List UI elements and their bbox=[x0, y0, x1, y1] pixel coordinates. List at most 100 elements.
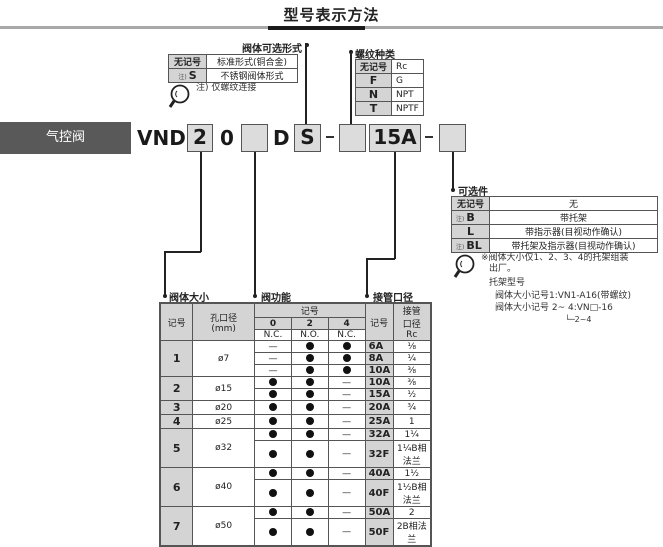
size-code: 7 bbox=[159, 506, 194, 547]
options-box[interactable] bbox=[439, 124, 466, 152]
function-f2 bbox=[290, 364, 329, 377]
port-rc: ⅛ bbox=[392, 340, 432, 353]
port-rc: ½ bbox=[392, 388, 432, 401]
function-f2 bbox=[290, 376, 329, 389]
orifice: ø50 bbox=[192, 506, 256, 547]
function-f0 bbox=[254, 428, 292, 441]
body-size-label: 阀体大小 bbox=[169, 293, 209, 304]
available-dot-icon bbox=[305, 342, 314, 350]
dash bbox=[326, 136, 334, 138]
function-f4: — bbox=[327, 518, 366, 547]
port-rc: 1½ bbox=[392, 467, 432, 480]
available-dot-icon bbox=[268, 488, 277, 497]
orifice: ø7 bbox=[192, 340, 256, 377]
available-dot-icon bbox=[305, 390, 314, 398]
available-dot-icon bbox=[305, 469, 314, 477]
func-code-2: 2 bbox=[290, 317, 329, 330]
body-option-table: 无记号 标准形式(铜合金) 注)S 不锈钢阀体形式 bbox=[168, 54, 298, 83]
function-f2 bbox=[290, 414, 329, 429]
func-type-4: N.C. bbox=[327, 328, 366, 342]
function-f4 bbox=[327, 352, 366, 365]
magnifier-icon bbox=[168, 84, 190, 108]
title-underline bbox=[268, 26, 365, 30]
port-size-box[interactable]: 15A bbox=[369, 124, 421, 152]
port-code: 15A bbox=[364, 388, 394, 401]
function-f0 bbox=[254, 518, 292, 547]
port-code: 8A bbox=[364, 352, 394, 365]
thread-key: F bbox=[354, 73, 393, 88]
available-dot-icon bbox=[305, 417, 314, 425]
function-f2 bbox=[290, 388, 329, 401]
body-size-box[interactable]: 2 bbox=[187, 124, 213, 152]
page-title: 型号表示方法 bbox=[283, 6, 380, 24]
available-dot-icon bbox=[305, 527, 314, 536]
port-code: 40F bbox=[364, 479, 394, 507]
thread-desc: G bbox=[391, 73, 424, 88]
size-code: 5 bbox=[159, 428, 194, 468]
function-f0: — bbox=[254, 352, 292, 365]
port-rc: 1 bbox=[392, 414, 432, 429]
function-f2 bbox=[290, 428, 329, 441]
function-f0 bbox=[254, 414, 292, 429]
thread-type-box[interactable] bbox=[339, 124, 366, 152]
body-option-note: 注) 仅螺纹连接 bbox=[196, 83, 257, 93]
option-key: 无记号 bbox=[168, 54, 207, 69]
function-f4 bbox=[327, 340, 366, 353]
category-label: 气控阀 bbox=[0, 122, 131, 154]
port-code: 50F bbox=[364, 518, 394, 547]
function-f2 bbox=[290, 479, 329, 507]
func-type-2: N.O. bbox=[290, 328, 329, 342]
option-key: L bbox=[451, 224, 490, 239]
available-dot-icon bbox=[305, 378, 314, 386]
function-f4: — bbox=[327, 428, 366, 441]
port-rc: 2B相法兰 bbox=[392, 518, 432, 547]
func-code-4: 4 bbox=[327, 317, 366, 330]
available-dot-icon bbox=[268, 449, 277, 458]
function-f4 bbox=[327, 364, 366, 377]
options-note-6: └─2~4 bbox=[565, 315, 592, 324]
available-dot-icon bbox=[305, 508, 314, 516]
function-f2 bbox=[290, 467, 329, 480]
option-desc: 带托架 bbox=[489, 210, 658, 225]
valve-function-label: 阀功能 bbox=[261, 293, 291, 304]
available-dot-icon bbox=[305, 430, 314, 438]
connector-line bbox=[366, 258, 395, 260]
orifice: ø25 bbox=[192, 414, 256, 429]
available-dot-icon bbox=[305, 449, 314, 458]
orifice: ø40 bbox=[192, 467, 256, 507]
function-f4: — bbox=[327, 506, 366, 519]
port-code: 32F bbox=[364, 440, 394, 468]
orifice: ø20 bbox=[192, 400, 256, 415]
available-dot-icon bbox=[268, 417, 277, 425]
port-code: 6A bbox=[364, 340, 394, 353]
connector-dot bbox=[365, 294, 369, 298]
thread-desc: NPT bbox=[391, 87, 424, 102]
valve-function-box[interactable] bbox=[241, 124, 268, 152]
connector-line bbox=[164, 251, 201, 253]
orifice-header: 孔口径(mm) bbox=[192, 302, 256, 341]
port-rc: ⅜ bbox=[392, 376, 432, 389]
available-dot-icon bbox=[305, 366, 314, 374]
body-option-box[interactable]: S bbox=[294, 124, 321, 152]
thread-key: N bbox=[354, 87, 393, 102]
function-f2 bbox=[290, 506, 329, 519]
connector-line bbox=[305, 43, 307, 124]
function-f2 bbox=[290, 518, 329, 547]
port-code: 20A bbox=[364, 400, 394, 415]
function-f2 bbox=[290, 340, 329, 353]
available-dot-icon bbox=[268, 469, 277, 477]
available-dot-icon bbox=[268, 430, 277, 438]
option-desc: 不锈钢阀体形式 bbox=[206, 68, 298, 83]
function-code-header: 记号 bbox=[254, 302, 366, 319]
size-code: 2 bbox=[159, 376, 194, 401]
